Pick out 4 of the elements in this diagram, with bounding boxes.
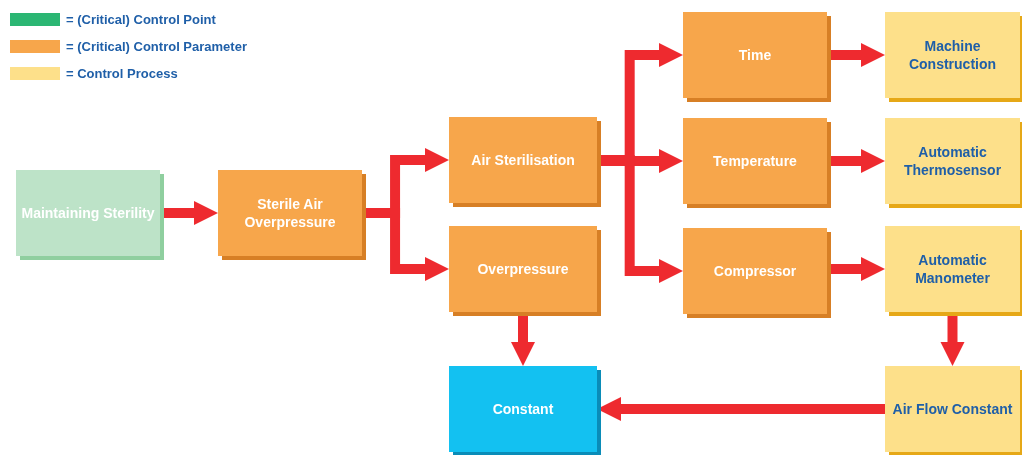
legend-text: = (Critical) Control Point xyxy=(66,12,216,27)
legend-text: = Control Process xyxy=(66,66,178,81)
legend-text: = (Critical) Control Parameter xyxy=(66,39,247,54)
process-box: Air Flow Constant xyxy=(885,366,1020,452)
